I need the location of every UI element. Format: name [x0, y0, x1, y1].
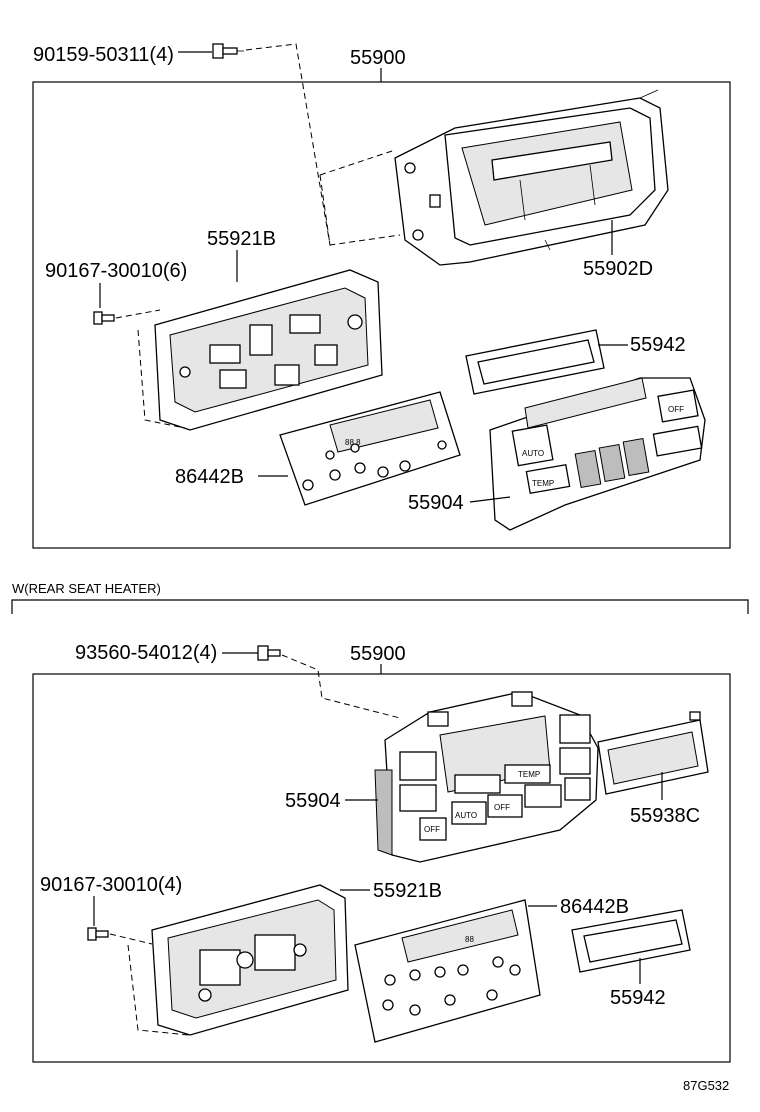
label-board-top: 55921B — [207, 228, 276, 250]
label-lens-bottom: 55938C — [630, 805, 700, 827]
diagram-code: 87G532 — [683, 1078, 729, 1093]
svg-text:AUTO: AUTO — [455, 811, 477, 820]
svg-text:TEMP: TEMP — [532, 479, 554, 488]
pcb-86442b-top: 88.8 — [279, 391, 461, 506]
lens-55938c — [597, 711, 709, 795]
label-assembly-bottom: 55900 — [350, 643, 406, 665]
label-board-bottom: 55921B — [373, 880, 442, 902]
svg-text:AUTO: AUTO — [522, 449, 544, 458]
panel-55904-top: AUTO TEMP OFF — [489, 377, 706, 531]
svg-text:OFF: OFF — [494, 803, 510, 812]
label-gasket-top: 55942 — [630, 334, 686, 356]
panel-55904-bottom: OFF AUTO OFF TEMP — [374, 691, 599, 863]
label-bolt-bottom: 93560-54012(4) — [75, 642, 217, 664]
label-panel-bottom: 55904 — [285, 790, 341, 812]
label-bolt-top: 90159-50311(4) — [33, 44, 174, 66]
screw-bottom-icon — [87, 927, 109, 941]
label-pcb-top: 86442B — [175, 466, 244, 488]
screw-icon — [93, 311, 115, 325]
board-55921b-top — [154, 269, 383, 431]
bracket-55902d — [394, 89, 669, 266]
bolt-bottom-icon — [257, 645, 281, 661]
section-header: W(REAR SEAT HEATER) — [12, 581, 161, 596]
board-55921b-bottom — [151, 884, 349, 1036]
svg-text:OFF: OFF — [668, 405, 684, 414]
svg-text:88: 88 — [465, 935, 474, 944]
section-divider — [11, 599, 749, 614]
label-panel-top: 55904 — [408, 492, 464, 514]
svg-text:TEMP: TEMP — [518, 770, 540, 779]
label-pcb-bottom: 86442B — [560, 896, 629, 918]
bolt-icon — [212, 43, 244, 59]
pcb-86442b-bottom: 88 — [354, 899, 541, 1043]
svg-text:OFF: OFF — [424, 825, 440, 834]
label-assembly-top: 55900 — [350, 47, 406, 69]
svg-text:88.8: 88.8 — [345, 438, 361, 447]
label-screw-top: 90167-30010(6) — [45, 260, 187, 282]
label-gasket-bottom: 55942 — [610, 987, 666, 1009]
label-bracket-top: 55902D — [583, 258, 653, 280]
label-screw-bottom: 90167-30010(4) — [40, 874, 182, 896]
